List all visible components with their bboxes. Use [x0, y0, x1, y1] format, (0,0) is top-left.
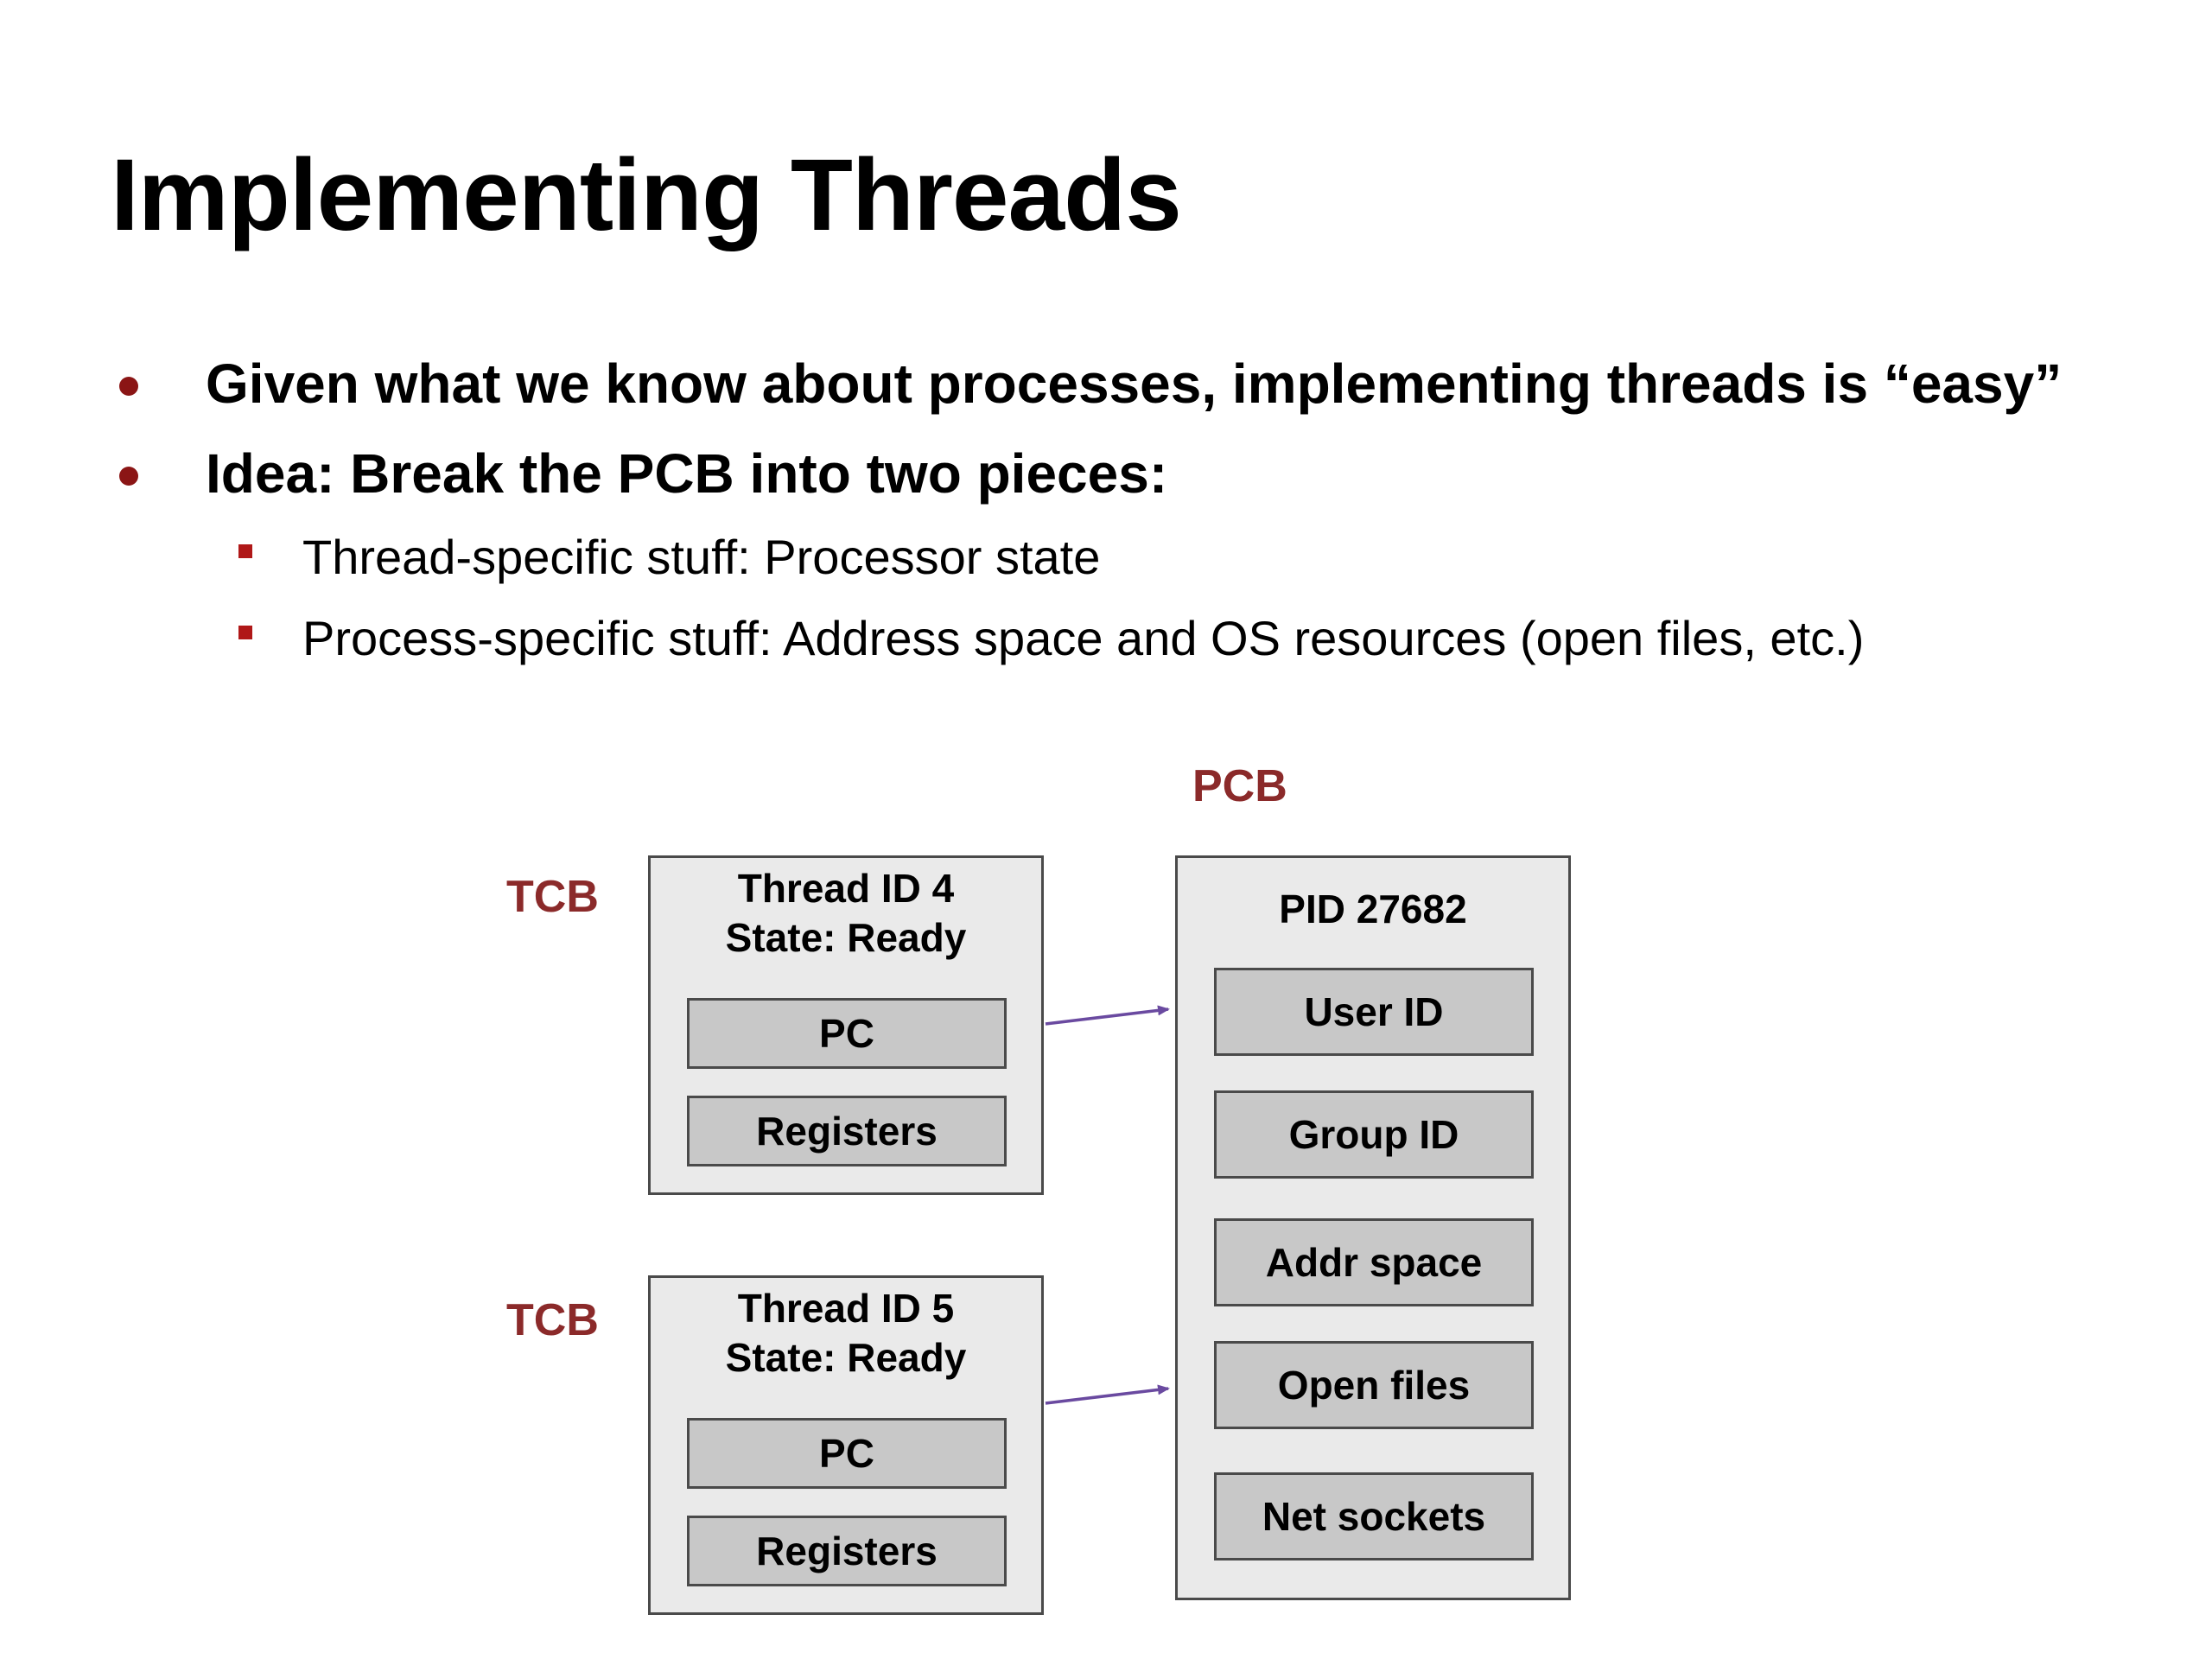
registers-field: Registers [687, 1516, 1007, 1586]
tcb-to-pcb-arrow [1045, 1005, 1170, 1026]
tcb-box: Thread ID 5 State: Ready PC Registers [648, 1275, 1044, 1615]
thread-state-label: State: Ready [725, 915, 967, 960]
thread-state-label: State: Ready [725, 1335, 967, 1380]
pc-field: PC [687, 1418, 1007, 1489]
tcb-box: Thread ID 4 State: Ready PC Registers [648, 855, 1044, 1195]
subbullet-item: Thread-specific stuff: Processor state [119, 517, 2107, 598]
registers-field: Registers [687, 1096, 1007, 1166]
pid-label: PID 27682 [1279, 887, 1467, 931]
bullet-text: Idea: Break the PCB into two pieces: [206, 442, 1168, 505]
user-id-field: User ID [1214, 968, 1534, 1056]
bullet-item: Idea: Break the PCB into two pieces: [119, 435, 2107, 512]
bullet-dot-icon [119, 467, 138, 486]
addr-space-field: Addr space [1214, 1218, 1534, 1306]
pcb-box: PID 27682 User ID Group ID Addr space Op… [1175, 855, 1571, 1600]
bullet-text: Given what we know about processes, impl… [206, 353, 2063, 415]
subbullet-text: Process-specific stuff: Address space an… [302, 611, 1865, 665]
bullet-item: Given what we know about processes, impl… [119, 346, 2107, 422]
tcb-to-pcb-arrow [1045, 1384, 1170, 1405]
square-bullet-icon [238, 626, 252, 639]
group-id-field: Group ID [1214, 1090, 1534, 1179]
bullet-list: Given what we know about processes, impl… [119, 346, 2107, 679]
slide-title: Implementing Threads [111, 138, 1182, 252]
net-sockets-field: Net sockets [1214, 1472, 1534, 1560]
thread-id-label: Thread ID 5 [737, 1286, 955, 1331]
pcb-label: PCB [1192, 761, 1287, 811]
square-bullet-icon [238, 544, 252, 558]
tcb-label: TCB [506, 1295, 599, 1345]
bullet-dot-icon [119, 377, 138, 396]
subbullet-text: Thread-specific stuff: Processor state [302, 530, 1101, 584]
pc-field: PC [687, 998, 1007, 1069]
open-files-field: Open files [1214, 1341, 1534, 1429]
thread-id-label: Thread ID 4 [737, 866, 955, 911]
subbullet-item: Process-specific stuff: Address space an… [119, 598, 2107, 679]
tcb-label: TCB [506, 872, 599, 922]
